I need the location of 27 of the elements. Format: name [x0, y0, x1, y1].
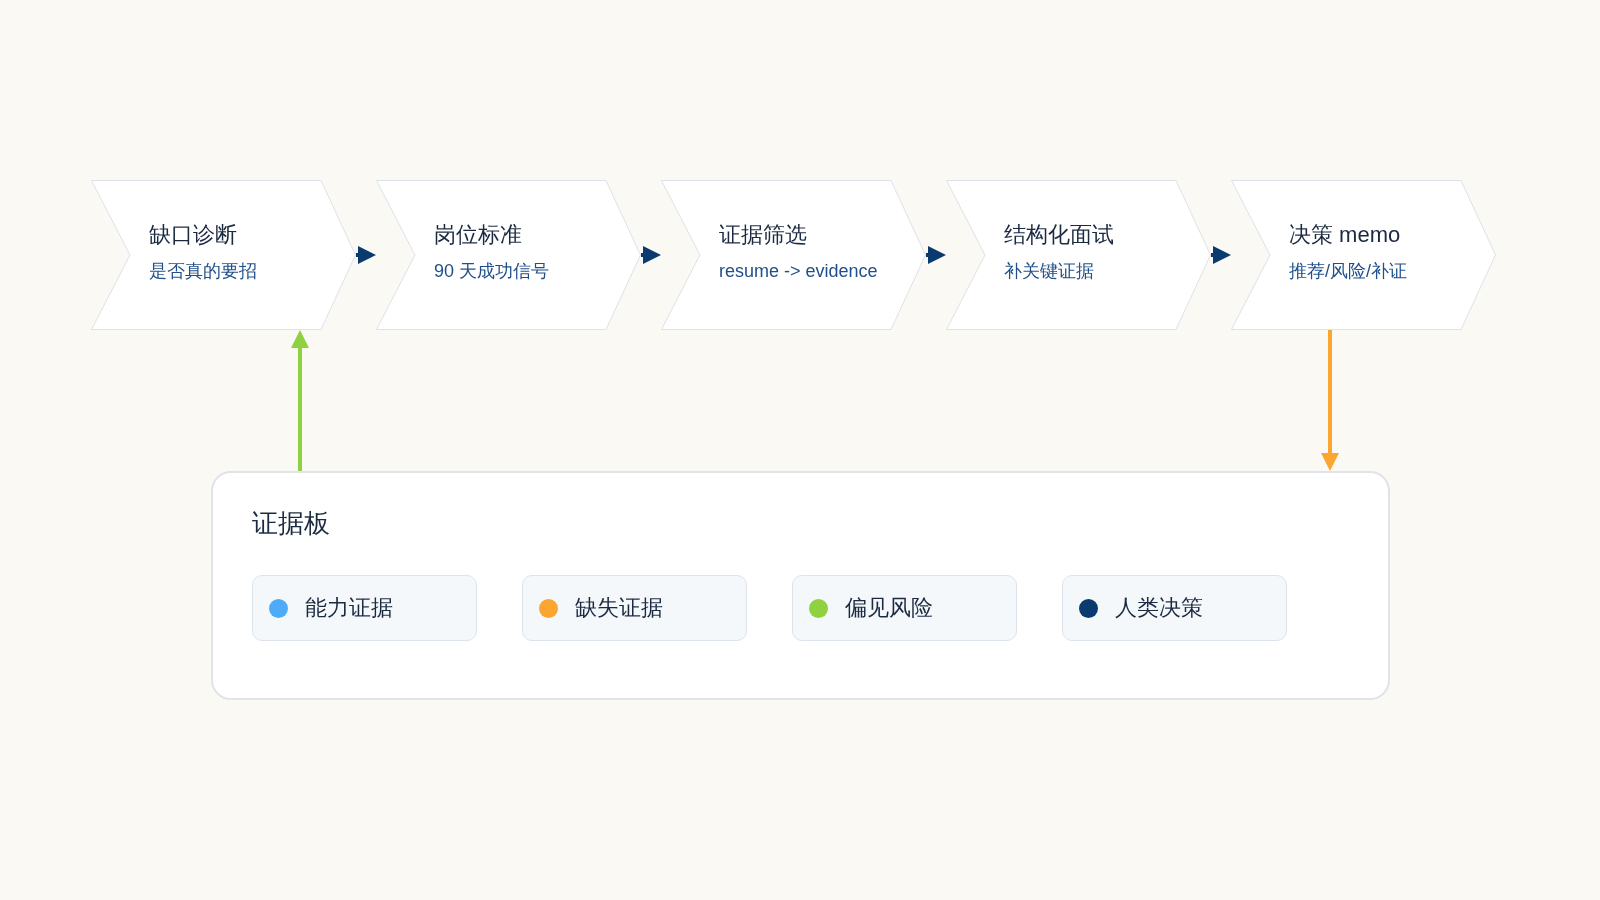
- step-title: 决策 memo: [1289, 222, 1401, 248]
- arrow: [291, 330, 309, 471]
- step-subtitle: 推荐/风险/补证: [1289, 260, 1407, 282]
- chevron-step: [661, 180, 926, 330]
- arrow: [641, 246, 661, 264]
- legend-label: 人类决策: [1115, 595, 1203, 621]
- chevron-step: [1231, 180, 1496, 330]
- step-subtitle: 补关键证据: [1004, 260, 1094, 282]
- legend-label: 偏见风险: [845, 595, 933, 621]
- chevron-step: [91, 180, 356, 330]
- panel-title: 证据板: [252, 508, 330, 539]
- step-title: 缺口诊断: [149, 222, 237, 248]
- arrow: [1211, 246, 1231, 264]
- chevron-step: [376, 180, 641, 330]
- step-title: 岗位标准: [434, 222, 522, 248]
- legend-label: 缺失证据: [575, 595, 663, 621]
- step-title: 证据筛选: [719, 222, 807, 248]
- legend-label: 能力证据: [305, 595, 393, 621]
- step-title: 结构化面试: [1004, 222, 1114, 248]
- arrow: [1321, 330, 1339, 471]
- chevron-step: [946, 180, 1211, 330]
- arrow: [356, 246, 376, 264]
- step-subtitle: 是否真的要招: [149, 260, 257, 282]
- arrow: [926, 246, 946, 264]
- step-subtitle: 90 天成功信号: [434, 260, 550, 282]
- board-panel: [211, 471, 1390, 700]
- step-subtitle: resume -> evidence: [719, 260, 878, 282]
